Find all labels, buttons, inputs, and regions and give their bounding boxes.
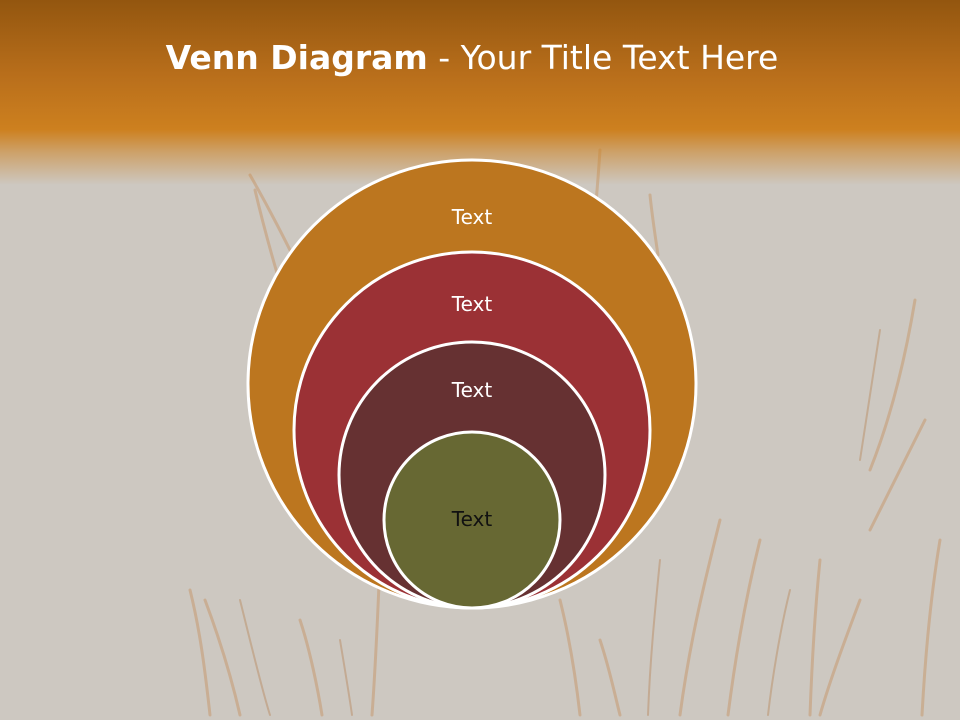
ring-3-label: Text xyxy=(451,378,493,402)
ring-2-label: Text xyxy=(451,292,493,316)
slide-title: Venn Diagram - Your Title Text Here xyxy=(0,38,944,77)
ring-1-label: Text xyxy=(451,205,493,229)
slide-title-rest: - Your Title Text Here xyxy=(427,38,779,77)
ring-4-label: Text xyxy=(451,507,493,531)
slide-title-bold: Venn Diagram xyxy=(165,38,428,77)
header-band xyxy=(0,0,960,185)
ring-4-circle xyxy=(382,430,562,610)
